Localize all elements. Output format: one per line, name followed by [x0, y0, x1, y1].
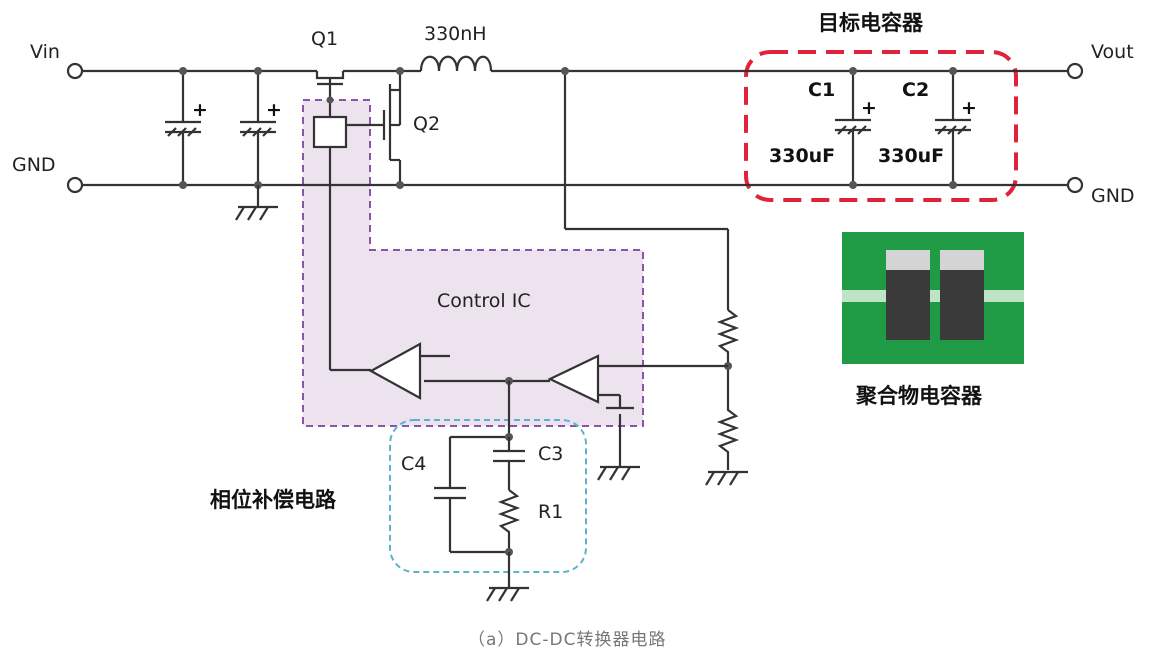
c1-label: C1: [808, 79, 835, 101]
c1-capacitor-icon: +: [835, 67, 877, 189]
c4-label: C4: [401, 453, 426, 475]
vin-terminal-icon[interactable]: [66, 62, 84, 80]
q1-mosfet-icon: [315, 71, 345, 117]
polymer-capacitors-label: 聚合物电容器: [855, 384, 983, 408]
input-capacitor-1: +: [165, 67, 208, 189]
vout-label: Vout: [1091, 41, 1134, 63]
target-capacitor-box: [744, 50, 1018, 202]
compensation-region: [389, 419, 587, 573]
polymer-capacitor-image: [842, 232, 1024, 364]
gate-driver-block: [312, 115, 348, 149]
target-capacitors-label: 目标电容器: [818, 11, 924, 35]
feedback-wire: [561, 67, 730, 310]
c2-capacitor-icon: +: [935, 67, 977, 189]
svg-text:+: +: [266, 99, 282, 121]
figure-caption: （a）DC-DC转换器电路: [468, 630, 666, 650]
q2-label: Q2: [413, 113, 440, 135]
svg-text:+: +: [861, 97, 877, 119]
control-ic-region: [302, 99, 644, 427]
divider-resistor-bottom-icon: [716, 366, 740, 470]
vout-terminal-icon[interactable]: [1066, 62, 1084, 80]
pwm-comparator-icon: [368, 342, 513, 400]
c2-label: C2: [902, 79, 929, 101]
control-ic-label: Control IC: [437, 290, 531, 312]
inductor-value-label: 330nH: [424, 23, 487, 45]
svg-text:+: +: [961, 97, 977, 119]
gnd-right-label: GND: [1091, 185, 1135, 207]
gnd-left-label: GND: [12, 154, 56, 176]
inductor-icon: [419, 55, 493, 72]
divider-resistor-top-icon: [716, 309, 740, 366]
gnd-right-terminal-icon[interactable]: [1066, 176, 1084, 194]
input-capacitor-2: +: [240, 67, 282, 189]
compensation-network: [434, 381, 529, 602]
error-amplifier-icon: [424, 354, 728, 481]
c2-value-label: 330uF: [878, 145, 944, 167]
compensation-circuit-label: 相位补偿电路: [210, 488, 337, 512]
vin-label: Vin: [30, 41, 60, 63]
gnd-left-terminal-icon[interactable]: [66, 176, 84, 194]
q1-label: Q1: [311, 28, 338, 50]
c3-label: C3: [538, 443, 563, 465]
svg-text:+: +: [192, 99, 208, 121]
r1-label: R1: [538, 501, 563, 523]
ground-icon: [705, 470, 748, 486]
c1-value-label: 330uF: [769, 145, 835, 167]
q2-mosfet-icon: [346, 67, 404, 189]
ground-icon: [235, 185, 278, 221]
